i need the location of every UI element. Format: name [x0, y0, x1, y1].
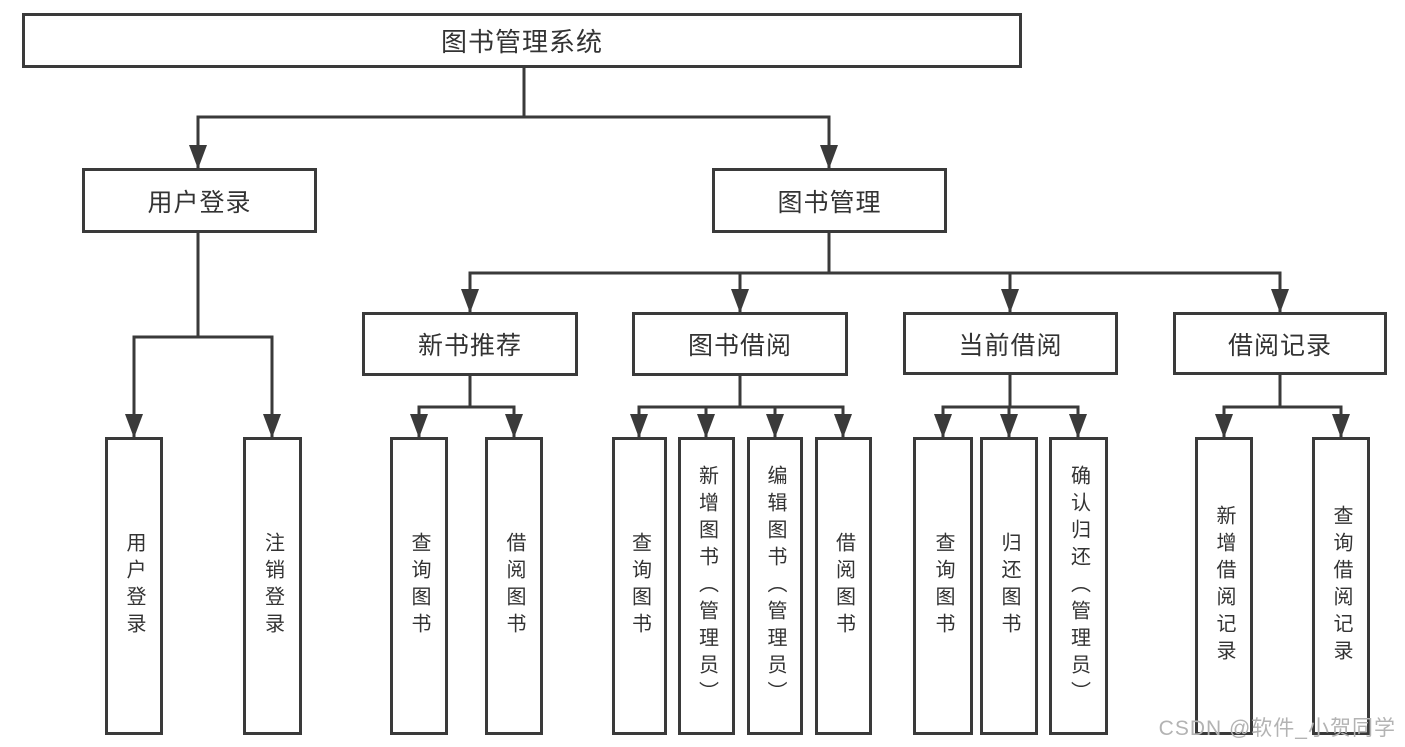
node-label: 借阅记录	[1227, 331, 1332, 360]
node-label: 用户登录	[147, 188, 252, 217]
node-label: 新增图书（管理员）	[695, 464, 718, 708]
node-book-management: 图书管理	[712, 168, 947, 233]
node-label: 新书推荐	[417, 332, 522, 360]
node-leaf-query-books-3: 查询图书	[913, 437, 973, 735]
node-current-borrowing: 当前借阅	[903, 312, 1118, 375]
node-leaf-add-books-admin: 新增图书（管理员）	[678, 437, 735, 735]
node-label: 借阅图书	[503, 532, 525, 640]
node-label: 图书借阅	[687, 332, 792, 360]
node-leaf-borrow-books-1: 借阅图书	[485, 437, 543, 735]
node-leaf-query-books-1: 查询图书	[390, 437, 448, 735]
node-label: 图书管理	[777, 188, 882, 217]
node-leaf-return-books: 归还图书	[980, 437, 1038, 735]
node-label: 确认归还（管理员）	[1067, 464, 1090, 708]
node-label: 归还图书	[998, 532, 1020, 640]
node-user-login: 用户登录	[82, 168, 317, 233]
node-label: 新增借阅记录	[1213, 505, 1235, 667]
node-book-borrowing: 图书借阅	[632, 312, 848, 376]
node-leaf-borrow-books-2: 借阅图书	[815, 437, 872, 735]
node-leaf-query-borrow-record: 查询借阅记录	[1312, 437, 1370, 735]
node-new-book-recommend: 新书推荐	[362, 312, 578, 376]
node-label: 图书管理系统	[440, 27, 603, 57]
node-leaf-logout: 注销登录	[243, 437, 302, 735]
node-leaf-user-login: 用户登录	[105, 437, 163, 735]
watermark: CSDN @软件_小贺同学	[1158, 717, 1396, 740]
node-leaf-edit-books-admin: 编辑图书（管理员）	[747, 437, 803, 735]
node-label: 注销登录	[261, 532, 284, 640]
node-leaf-confirm-return-admin: 确认归还（管理员）	[1049, 437, 1108, 735]
node-label: 借阅图书	[832, 532, 855, 640]
node-label: 查询图书	[932, 532, 954, 640]
node-label: 查询图书	[408, 532, 430, 640]
node-leaf-query-books-2: 查询图书	[612, 437, 667, 735]
node-label: 查询借阅记录	[1330, 505, 1352, 667]
node-borrow-records: 借阅记录	[1173, 312, 1387, 375]
node-leaf-add-borrow-record: 新增借阅记录	[1195, 437, 1253, 735]
node-label: 查询图书	[628, 532, 651, 640]
node-label: 编辑图书（管理员）	[764, 464, 786, 708]
node-label: 用户登录	[123, 532, 145, 640]
node-label: 当前借阅	[958, 331, 1063, 360]
node-library-management-system: 图书管理系统	[22, 13, 1022, 68]
